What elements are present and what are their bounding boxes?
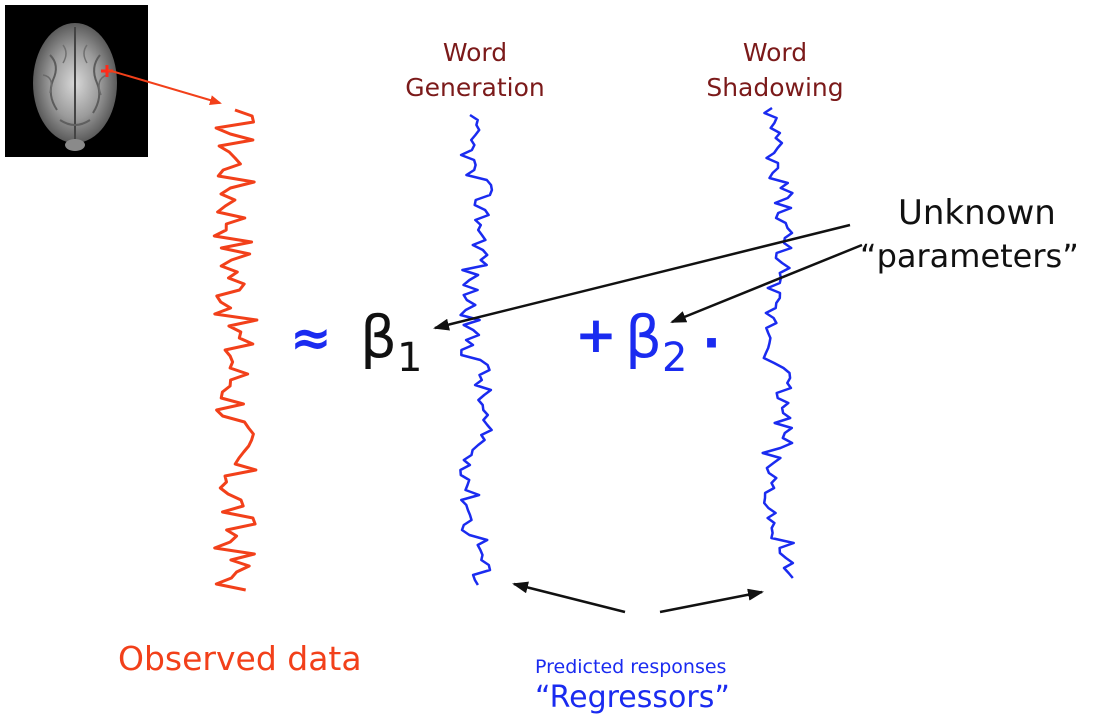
word-generation-line2: Generation bbox=[405, 73, 545, 102]
word-shadowing-line2: Shadowing bbox=[706, 73, 844, 102]
beta2-letter: β bbox=[625, 303, 663, 371]
parameter-arrow-beta1 bbox=[433, 223, 851, 331]
observed-data-label: Observed data bbox=[118, 639, 362, 678]
word-generation-label: Word Generation bbox=[400, 40, 550, 100]
predicted-arrow-left bbox=[512, 581, 626, 614]
parameter-arrow-beta2 bbox=[670, 243, 863, 324]
voxel-to-signal-arrow bbox=[107, 69, 222, 105]
beta1-letter: β bbox=[360, 303, 398, 371]
brain-mri-image bbox=[5, 5, 148, 157]
approx-symbol: ≈ bbox=[290, 309, 332, 367]
beta2-symbol: β2 bbox=[625, 308, 687, 378]
predicted-arrow-right bbox=[659, 588, 764, 614]
word-generation-line1: Word bbox=[442, 38, 508, 67]
beta1-subscript: 1 bbox=[397, 335, 423, 381]
word-generation-regressor-signal bbox=[459, 113, 494, 586]
brain-slice-icon bbox=[33, 23, 117, 151]
word-shadowing-regressor-signal bbox=[761, 106, 795, 579]
regressors-label: “Regressors” bbox=[535, 680, 730, 715]
predicted-responses-label: Predicted responses bbox=[535, 656, 727, 678]
word-shadowing-line1: Word bbox=[742, 38, 808, 67]
beta2-subscript: 2 bbox=[662, 335, 688, 381]
dot-symbol: · bbox=[702, 314, 721, 372]
unknown-label: Unknown bbox=[898, 193, 1056, 233]
plus-symbol: + bbox=[575, 306, 617, 364]
word-shadowing-label: Word Shadowing bbox=[695, 40, 855, 100]
parameters-label: “parameters” bbox=[860, 237, 1079, 275]
beta1-symbol: β1 bbox=[360, 308, 422, 378]
observed-data-signal bbox=[212, 108, 259, 592]
